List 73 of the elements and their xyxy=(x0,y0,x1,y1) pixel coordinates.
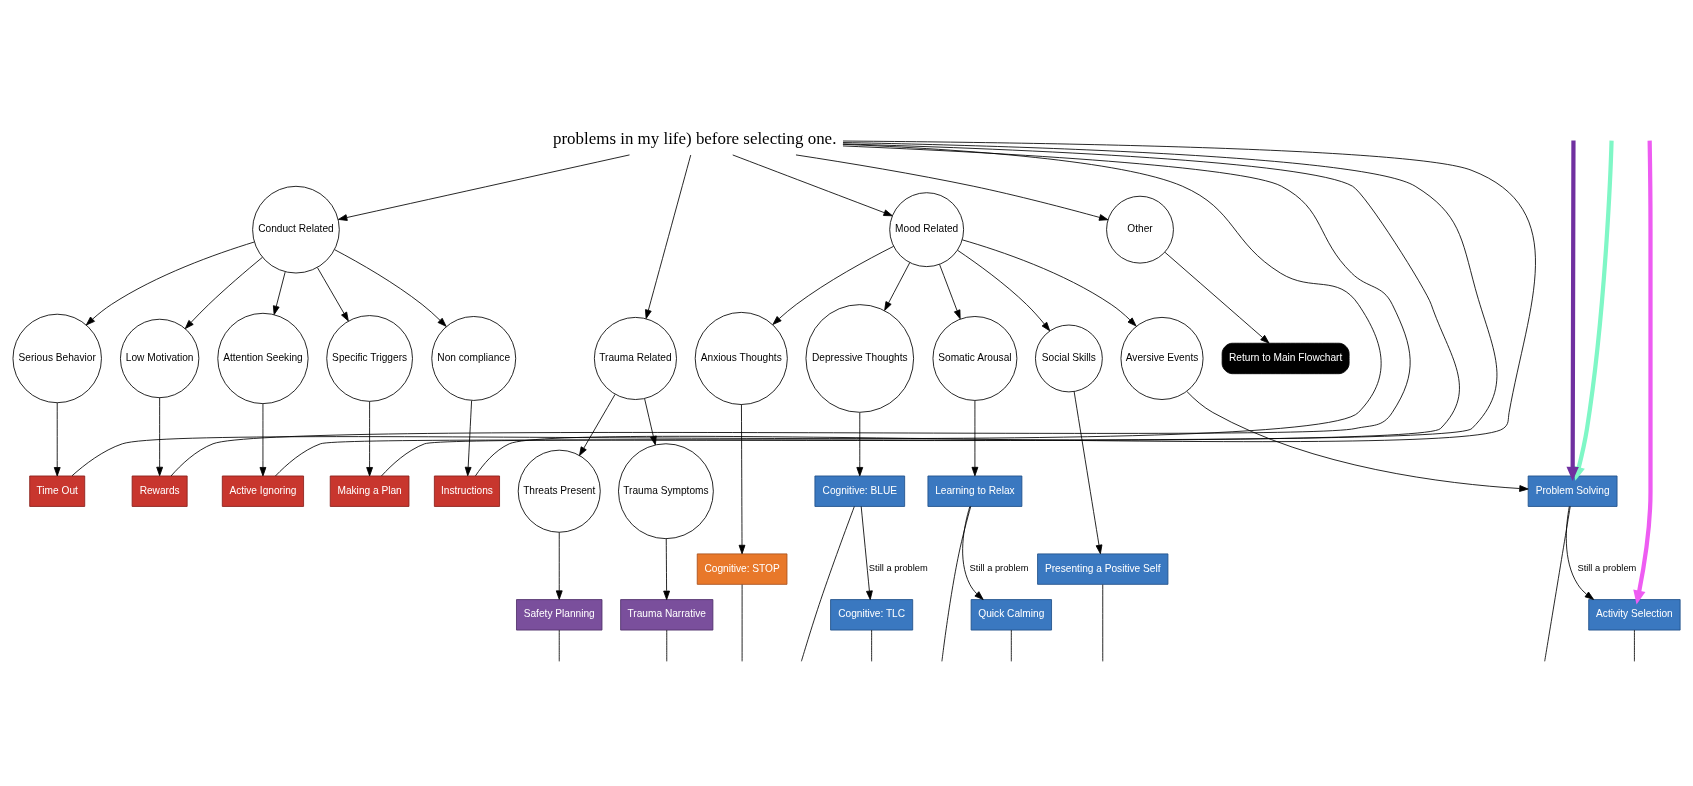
arrow xyxy=(1186,390,1529,492)
arrow xyxy=(464,399,473,476)
arrow xyxy=(856,411,864,476)
node-circle: Somatic Arousal xyxy=(932,315,1018,401)
node-box: Cognitive: TLC xyxy=(830,598,914,630)
arrow xyxy=(1566,140,1579,481)
arrow xyxy=(366,400,373,476)
arrow xyxy=(961,238,1137,326)
arrow xyxy=(1073,390,1103,554)
arrow xyxy=(184,256,263,329)
arrow xyxy=(884,261,911,311)
node-box: Activity Selection xyxy=(1588,598,1681,630)
arrow xyxy=(645,154,692,319)
connector xyxy=(558,629,560,662)
node-box: Time Out xyxy=(29,475,86,507)
node-box: Trauma Narrative xyxy=(620,598,714,630)
arrow xyxy=(1565,505,1595,600)
arrow xyxy=(555,531,563,600)
arrow xyxy=(772,245,895,325)
connector xyxy=(800,505,855,662)
node-box: Cognitive: STOP xyxy=(696,552,788,585)
edge-label: Still a problem xyxy=(1577,562,1637,573)
node-box: Safety Planning xyxy=(516,598,603,630)
connector xyxy=(1010,629,1012,662)
arrow xyxy=(338,154,630,221)
node-box: Rewards xyxy=(131,475,188,507)
edge-label: Still a problem xyxy=(969,562,1029,573)
arrow xyxy=(272,271,286,315)
arrow xyxy=(795,154,1109,221)
node-box: Problem Solving xyxy=(1527,475,1618,507)
node-box: Learning to Relax xyxy=(927,475,1023,507)
arrow xyxy=(962,505,984,600)
arrow xyxy=(259,403,267,476)
node-box: Active Ignoring xyxy=(221,475,304,507)
arrow xyxy=(156,396,164,476)
node-circle: Anxious Thoughts xyxy=(694,311,788,405)
edge-label: Still a problem xyxy=(868,562,928,573)
arrow xyxy=(860,505,873,600)
node-box: Return to Main Flowchart xyxy=(1221,342,1350,374)
arrow xyxy=(957,249,1051,331)
node-circle: Specific Triggers xyxy=(326,314,413,402)
node-circle: Trauma Related xyxy=(593,316,677,400)
arrow xyxy=(85,241,255,325)
node-box: Instructions xyxy=(433,475,500,507)
node-circle: Mood Related xyxy=(889,191,965,267)
node-circle: Attention Seeking xyxy=(217,312,309,404)
arrow xyxy=(317,266,349,321)
node-circle: Other xyxy=(1106,195,1174,264)
node-circle: Depressive Thoughts xyxy=(805,303,915,413)
node-box: Making a Plan xyxy=(329,475,410,507)
node-box: Quick Calming xyxy=(970,598,1052,630)
connector xyxy=(1634,629,1635,662)
connector xyxy=(941,505,972,662)
connector xyxy=(1544,505,1571,662)
arrow xyxy=(53,402,61,476)
node-box: Presenting a Positive Self xyxy=(1037,552,1169,585)
arrow xyxy=(738,403,746,554)
connector xyxy=(871,629,873,662)
node-circle: Social Skills xyxy=(1035,324,1103,392)
node-box: Cognitive: BLUE xyxy=(814,475,906,507)
arrow xyxy=(579,393,616,456)
node-circle: Threats Present xyxy=(517,449,601,533)
node-text: problems in my life) before selecting one. xyxy=(553,128,837,148)
arrow xyxy=(1633,140,1653,605)
arrow xyxy=(732,154,893,216)
arrow xyxy=(971,399,979,476)
arrow xyxy=(1164,251,1270,344)
node-circle: Trauma Symptoms xyxy=(618,442,714,539)
arrow xyxy=(939,263,961,319)
arrow xyxy=(663,537,670,600)
connector xyxy=(666,629,668,662)
arrow xyxy=(334,248,447,327)
node-circle: Conduct Related xyxy=(252,185,340,273)
